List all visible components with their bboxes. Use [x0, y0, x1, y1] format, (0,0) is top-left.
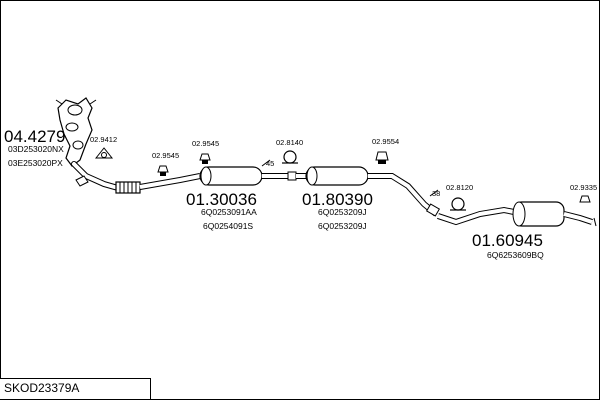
rear-silencer-drawing[interactable] — [512, 201, 597, 227]
rear-joint[interactable] — [425, 203, 515, 226]
middle-silencer-oe-2: 6Q0253209J — [318, 221, 367, 231]
middle-silencer-code: 01.80390 — [302, 190, 373, 209]
clamp-c-code: 02.8140 — [276, 138, 303, 147]
flex-pipe[interactable] — [115, 181, 141, 194]
catalyst-oe-2: 03E253020PX — [8, 158, 63, 168]
front-silencer-code: 01.30036 — [186, 190, 257, 209]
front-silencer-drawing[interactable] — [199, 166, 290, 186]
hanger-icon-b[interactable] — [199, 153, 211, 164]
hanger-icon-a[interactable] — [157, 165, 169, 176]
hanger-a-code: 02.9545 — [152, 151, 179, 160]
rear-silencer-oe-1: 6Q6253609BQ — [487, 250, 544, 260]
hanger-rear-code: 02.9335 — [570, 183, 597, 192]
middle-silencer-oe-1: 6Q0253209J — [318, 207, 367, 217]
pipe-joint[interactable] — [287, 171, 306, 181]
svg-text:45: 45 — [266, 159, 274, 168]
kit-code-box: SKOD23379A — [0, 378, 151, 399]
front-silencer-oe-2: 6Q0254091S — [203, 221, 253, 231]
clamp-e-code: 02.8120 — [446, 183, 473, 192]
catalyst-oe-1: 03D253020NX — [8, 144, 64, 154]
catalyst-code: 04.4279 — [4, 127, 65, 146]
hanger-icon-d[interactable] — [375, 151, 389, 164]
clamp-icon-e[interactable] — [450, 197, 466, 211]
gasket-code: 02.9412 — [90, 135, 117, 144]
hanger-b-code: 02.9545 — [192, 139, 219, 148]
svg-text:38: 38 — [432, 189, 440, 198]
kit-code-label: SKOD23379A — [4, 381, 80, 395]
front-silencer-oe-1: 6Q0253091AA — [201, 207, 257, 217]
diameter-marker-38: 38 — [429, 189, 440, 198]
front-pipe[interactable] — [139, 173, 201, 190]
rear-silencer-code: 01.60945 — [472, 231, 543, 250]
clamp-icon-c[interactable] — [282, 150, 298, 164]
gasket-icon[interactable] — [94, 147, 114, 159]
middle-silencer-drawing[interactable] — [305, 166, 438, 217]
hanger-d-code: 02.9554 — [372, 137, 399, 146]
diameter-marker-45: 45 — [261, 159, 274, 168]
hanger-icon-rear[interactable] — [579, 195, 591, 203]
catalyst-drawing[interactable] — [55, 97, 121, 191]
